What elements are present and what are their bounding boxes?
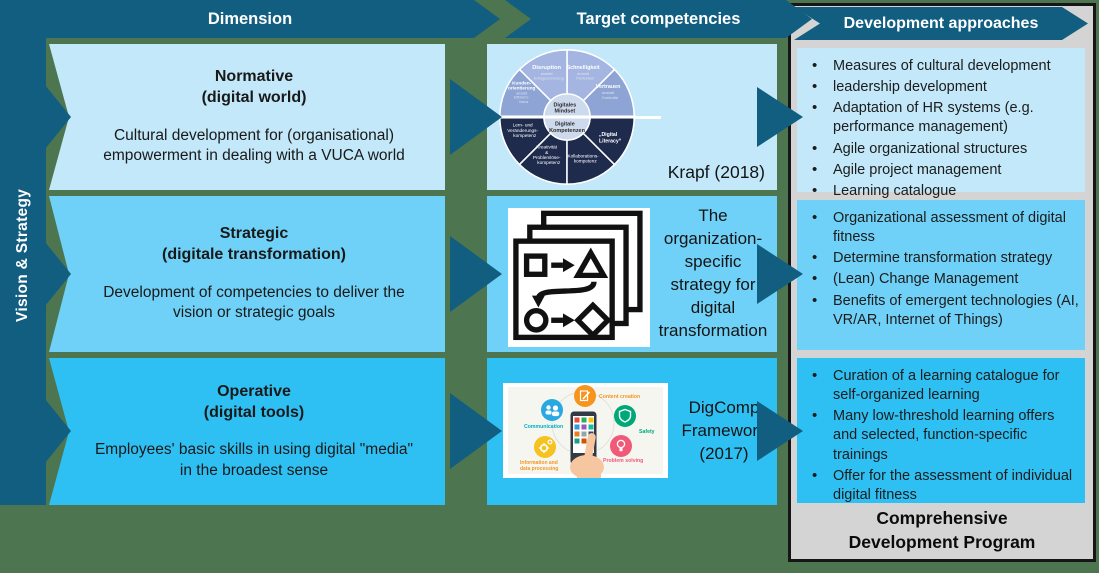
dimension-box-operative: Operative (digital tools) Employees' bas… xyxy=(49,358,445,505)
problem-solving-circle xyxy=(610,435,632,457)
label-problem-solving: Problem solving xyxy=(603,458,643,464)
bullet-item: Learning catalogue xyxy=(803,181,1079,201)
column-header-target-label: Target competencies xyxy=(576,9,741,28)
development-bullets-row2: Organizational assessment of digital fit… xyxy=(803,208,1079,330)
wheel-label-lern: Lern- und Veränderungs- kompetenz xyxy=(507,114,542,139)
bullet-item: Offer for the assessment of individual d… xyxy=(803,466,1079,505)
digcomp-card: Content creation Communication Safety In… xyxy=(503,383,668,479)
strategy-flowchart-icon xyxy=(513,210,643,341)
wheel-label-kundenorientierung: Kunden- orientierung anstatt Effizienz- … xyxy=(508,71,540,104)
bullet-item: Many low-threshold learning offers and s… xyxy=(803,406,1079,464)
operative-title: Operative (digital tools) xyxy=(203,382,305,421)
strategic-body: Development of competencies to deliver t… xyxy=(103,283,405,322)
label-information: Information and data processing xyxy=(520,460,559,472)
vision-strategy-label: Vision & Strategy xyxy=(14,188,31,322)
bullet-item: Organizational assessment of digital fit… xyxy=(803,208,1079,247)
strategy-caption: The organization-specific strategy for d… xyxy=(658,206,768,340)
wheel-equator-band xyxy=(497,115,637,119)
target-box-krapf-wheel: Disruption anstatt Erfolgssicherung Schn… xyxy=(487,44,777,190)
bullet-item: (Lean) Change Management xyxy=(803,269,1079,289)
operative-body: Employees' basic skills in using digital… xyxy=(94,441,414,479)
wheel-label-kreativitaet: Kreativität & Problemlöse- kompetenz xyxy=(533,136,565,166)
development-bullets-row1: Measures of cultural development leaders… xyxy=(803,56,1079,201)
bullet-item: Benefits of emergent technologies (AI, V… xyxy=(803,290,1079,330)
wheel-label-vertrauen: Vertrauen anstatt Kontrolle xyxy=(596,75,625,100)
communication-circle xyxy=(541,399,563,421)
app-grid xyxy=(574,417,594,444)
wheel-label-schnelligkeit: Schnelligkeit anstatt Perfektion xyxy=(567,56,604,81)
bullet-item: Agile project management xyxy=(803,160,1079,180)
vision-strategy-band xyxy=(0,0,46,505)
digcomp-illustration: Content creation Communication Safety In… xyxy=(503,383,668,479)
label-content-creation: Content creation xyxy=(599,394,640,400)
development-box-row2: Organizational assessment of digital fit… xyxy=(797,200,1085,350)
bullet-item: leadership development xyxy=(803,77,1079,97)
wheel-label-digital-literacy: „Digital Literacy“ xyxy=(599,123,622,144)
digcomp-caption: DigComp Framework (2017) xyxy=(681,398,767,463)
krapf-competency-wheel: Disruption anstatt Erfolgssicherung Schn… xyxy=(497,49,637,185)
column-header-dimension-label: Dimension xyxy=(207,9,293,28)
label-communication: Communication xyxy=(524,424,563,430)
wheel-label-disruption: Disruption anstatt Erfolgssicherung xyxy=(532,56,565,81)
normative-body: Cultural development for (organisational… xyxy=(103,126,405,165)
development-bullets-row3: Curation of a learning catalogue for sel… xyxy=(803,366,1079,505)
safety-circle xyxy=(614,405,636,427)
column-header-development-label: Development approaches xyxy=(843,14,1039,32)
label-safety: Safety xyxy=(639,429,655,435)
strategic-title: Strategic (digitale transformation) xyxy=(161,225,346,264)
column-header-development-approaches: Development approaches xyxy=(794,7,1088,40)
strategy-flowchart-card xyxy=(508,208,650,347)
bullet-item: Agile organizational structures xyxy=(803,138,1079,159)
development-box-row1: Measures of cultural development leaders… xyxy=(797,48,1085,201)
hand xyxy=(570,433,604,479)
wheel-label-kollaboration: Kollaborations- kompetenz xyxy=(567,144,603,163)
bullet-item: Curation of a learning catalogue for sel… xyxy=(803,366,1079,405)
column-header-dimension: Dimension xyxy=(0,0,500,38)
information-circle xyxy=(534,436,556,458)
wheel-center-label: Digitales Mindset Digitale Kompetenzen xyxy=(549,93,585,133)
bullet-item: Measures of cultural development xyxy=(803,56,1079,76)
column-header-target-competencies: Target competencies xyxy=(505,0,812,38)
dimension-box-strategic: Strategic (digitale transformation) Deve… xyxy=(49,196,445,352)
dimension-box-normative: Normative (digital world) Cultural devel… xyxy=(49,44,445,190)
bullet-item: Determine transformation strategy xyxy=(803,248,1079,268)
normative-title: Normative (digital world) xyxy=(201,68,307,107)
bullet-item: Adaptation of HR systems (e.g. performan… xyxy=(803,98,1079,137)
target-box-strategy: The organization-specific strategy for d… xyxy=(487,196,777,352)
krapf-citation: Krapf (2018) xyxy=(667,162,765,183)
program-title: Comprehensive Development Program xyxy=(848,508,1036,552)
target-box-digcomp: Content creation Communication Safety In… xyxy=(487,358,777,505)
development-box-row3: Curation of a learning catalogue for sel… xyxy=(797,358,1085,503)
